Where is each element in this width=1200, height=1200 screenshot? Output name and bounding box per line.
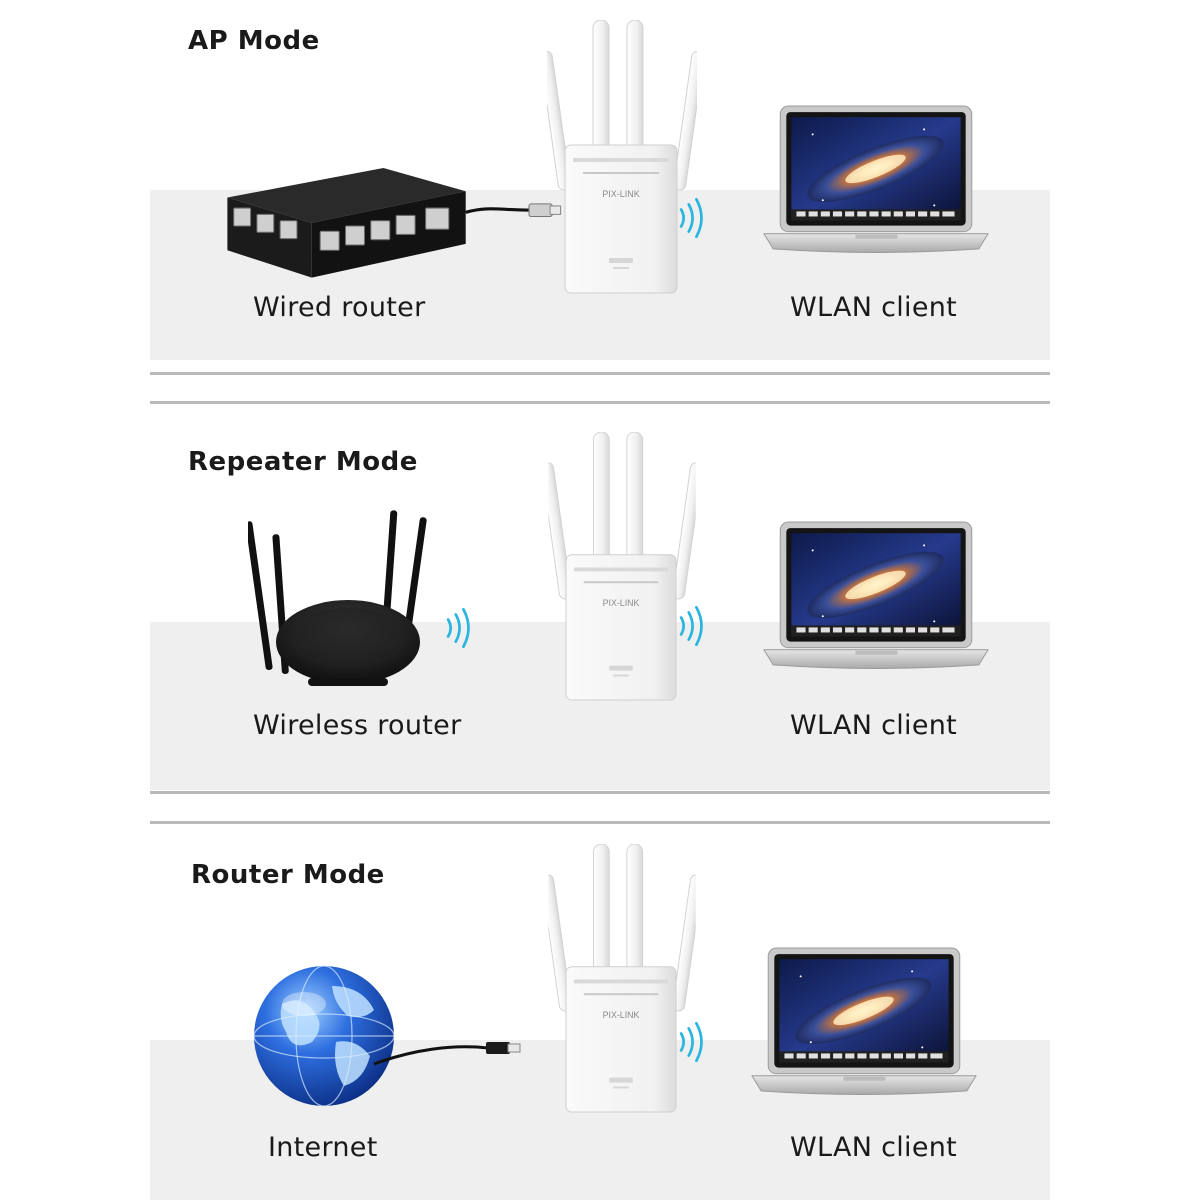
section-ap-mode: AP Mode Wired router WLAN client [0, 0, 1200, 385]
laptop-icon [762, 104, 990, 256]
section-divider [150, 372, 1050, 375]
wifi-signal-icon [676, 604, 710, 648]
section-repeater-mode: Repeater Mode Wireless router WLAN clien… [0, 400, 1200, 800]
wireless-router-icon [248, 508, 448, 692]
client-label: WLAN client [790, 710, 958, 741]
repeater-icon [547, 844, 697, 1114]
wifi-signal-icon [676, 1020, 710, 1064]
wifi-signal-icon [443, 606, 477, 650]
wifi-signal-icon [676, 196, 710, 240]
mode-title: Repeater Mode [188, 447, 418, 477]
repeater-icon [547, 20, 697, 295]
source-label: Wired router [253, 292, 426, 323]
section-router-mode: Router Mode Internet WLAN client [0, 820, 1200, 1200]
globe-icon [252, 964, 552, 1114]
section-divider [150, 821, 1050, 824]
section-divider [150, 401, 1050, 404]
source-label: Internet [268, 1132, 378, 1163]
client-label: WLAN client [790, 292, 958, 323]
laptop-icon [750, 946, 978, 1098]
mode-title: AP Mode [188, 26, 320, 56]
client-label: WLAN client [790, 1132, 958, 1163]
laptop-icon [762, 520, 990, 672]
wired-router-icon [214, 168, 574, 284]
source-label: Wireless router [253, 710, 462, 741]
mode-title: Router Mode [191, 860, 385, 890]
repeater-icon [547, 432, 697, 702]
section-divider [150, 791, 1050, 794]
